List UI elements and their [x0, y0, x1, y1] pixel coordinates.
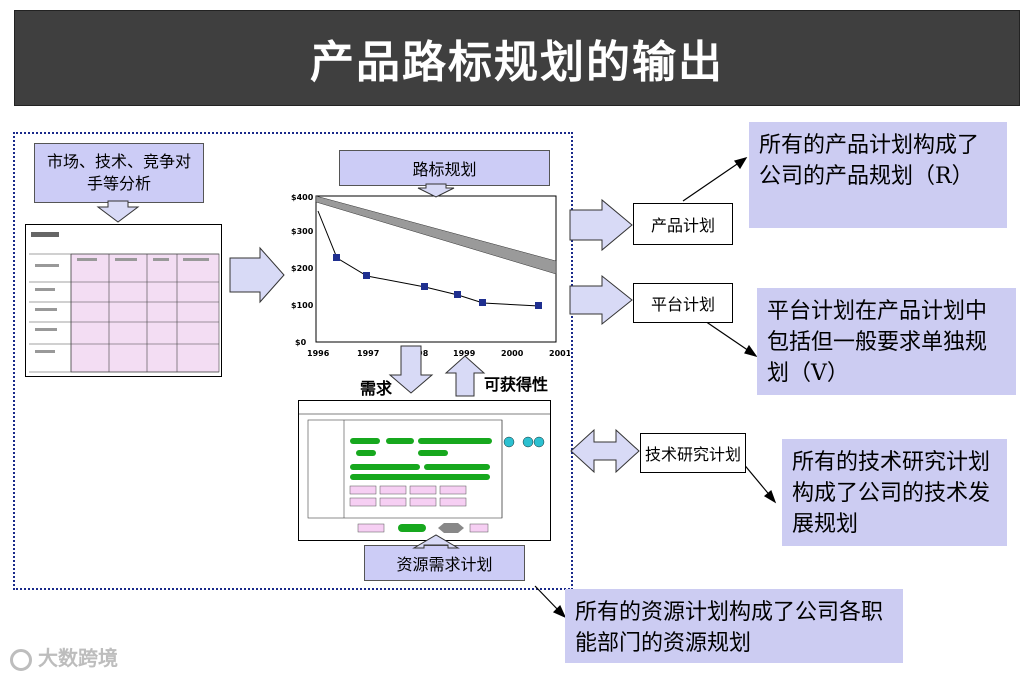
title-bar: 产品路标规划的输出 — [14, 10, 1020, 106]
y-tick-4: $0 — [295, 338, 307, 347]
page-title: 产品路标规划的输出 — [310, 37, 724, 88]
availability-label: 可获得性 — [484, 375, 549, 394]
right-arrow-table — [229, 246, 285, 304]
watermark-icon — [10, 648, 32, 671]
tech-plan-box: 技术研究计划 — [640, 433, 746, 473]
product-plan-box: 产品计划 — [633, 203, 733, 245]
watermark-text: 大数跨境 — [38, 646, 118, 670]
competition-table-thumbnail — [25, 224, 222, 377]
platform-note: 平台计划在产品计划中包括但一般要求单独规划（V） — [757, 288, 1016, 395]
tech-note: 所有的技术研究计划构成了公司的技术发展规划 — [782, 439, 1007, 546]
up-arrow-resource — [412, 534, 460, 549]
x-tick-3: 1999 — [453, 349, 476, 358]
x-tick-1: 1997 — [357, 349, 379, 358]
arrow-to-tech — [570, 428, 640, 474]
roadmap-chart-thumbnail: $400 $300 $200 $100 $0 1996 1997 1998 19… — [291, 193, 570, 358]
arrow-to-platform — [569, 274, 633, 326]
analysis-input-label: 市场、技术、竞争对手等分析 — [46, 152, 191, 193]
y-tick-2: $200 — [291, 264, 314, 273]
x-tick-5: 2001 — [549, 349, 570, 358]
demand-label: 需求 — [360, 379, 393, 398]
tech-plan-label: 技术研究计划 — [644, 445, 741, 464]
down-arrow-analysis — [96, 200, 140, 223]
availability-arrow — [444, 355, 486, 397]
resource-note: 所有的资源计划构成了公司各职能部门的资源规划 — [565, 589, 903, 663]
platform-plan-label: 平台计划 — [650, 295, 715, 314]
roadmap-label: 路标规划 — [412, 160, 477, 179]
price-band — [315, 195, 557, 275]
resource-plan-box: 资源需求计划 — [364, 545, 525, 581]
resource-gantt-thumbnail — [298, 400, 551, 541]
x-tick-4: 2000 — [501, 349, 524, 358]
roadmap-label-box: 路标规划 — [339, 150, 550, 186]
product-note: 所有的产品计划构成了公司的产品规划（R） — [749, 122, 1007, 228]
y-tick-3: $100 — [291, 301, 314, 310]
y-tick-0: $400 — [291, 193, 314, 202]
chart-points — [333, 254, 542, 309]
product-plan-label: 产品计划 — [650, 216, 715, 235]
down-arrow-roadmap — [417, 183, 455, 198]
demand-arrow — [388, 345, 434, 394]
roadmap-frame — [13, 132, 573, 590]
arrow-to-product — [569, 198, 633, 252]
y-tick-1: $300 — [291, 227, 314, 236]
platform-plan-box: 平台计划 — [633, 283, 733, 323]
resource-plan-label: 资源需求计划 — [396, 555, 493, 574]
x-tick-0: 1996 — [307, 349, 330, 358]
watermark: 大数跨境 — [10, 642, 118, 671]
